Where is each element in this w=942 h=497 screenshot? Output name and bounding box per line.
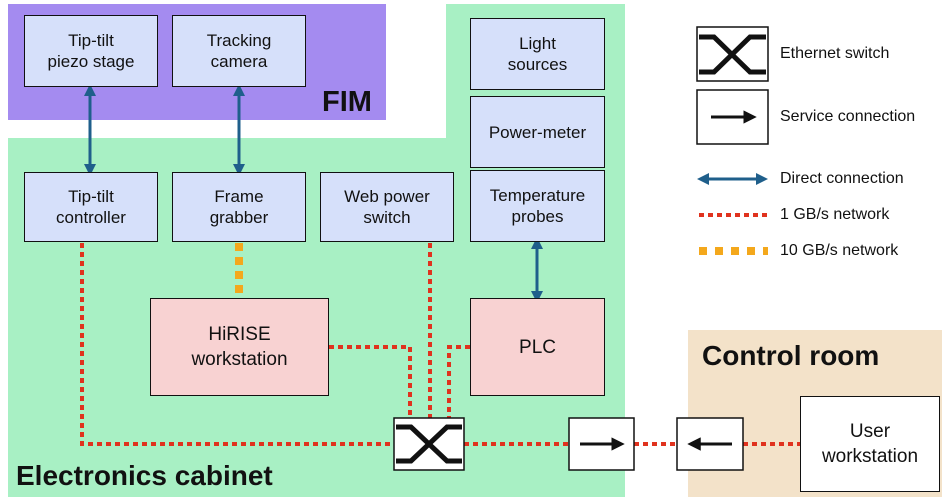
network-1gb-plc-switch [447,345,470,418]
power-meter-box: Power-meter [470,96,605,168]
fim-label: FIM [322,86,372,118]
plc-box: PLC [470,298,605,396]
service-connection-icon-left [676,417,744,471]
legend-10gb-network-label: 10 GB/s network [780,242,899,259]
electronics-cabinet-label: Electronics cabinet [16,460,273,491]
service-connection-icon-right [568,417,635,471]
tip-tilt-controller-box: Tip-tilt controller [24,172,158,242]
legend-direct-connection-label: Direct connection [780,170,904,187]
tracking-camera-box: Tracking camera [172,15,306,87]
legend-service-connection-icon [696,89,769,145]
control-room-label: Control room [702,340,880,371]
legend-ethernet-switch-label: Ethernet switch [780,45,890,62]
legend-ethernet-switch-icon [696,26,769,82]
network-1gb-controller-switch [80,243,394,446]
user-workstation-box: User workstation [800,396,940,492]
frame-grabber-box: Frame grabber [172,172,306,242]
ethernet-switch-icon [393,417,465,471]
legend-service-connection-label: Service connection [780,108,916,125]
temperature-probes-box: Temperature probes [470,170,605,242]
light-sources-box: Light sources [470,18,605,90]
network-1gb-workstation-switch [329,345,412,418]
legend-1gb-network-label: 1 GB/s network [780,206,890,223]
tip-tilt-piezo-stage-box: Tip-tilt piezo stage [24,15,158,87]
hirise-workstation-box: HiRISE workstation [150,298,329,396]
web-power-switch-box: Web power switch [320,172,454,242]
